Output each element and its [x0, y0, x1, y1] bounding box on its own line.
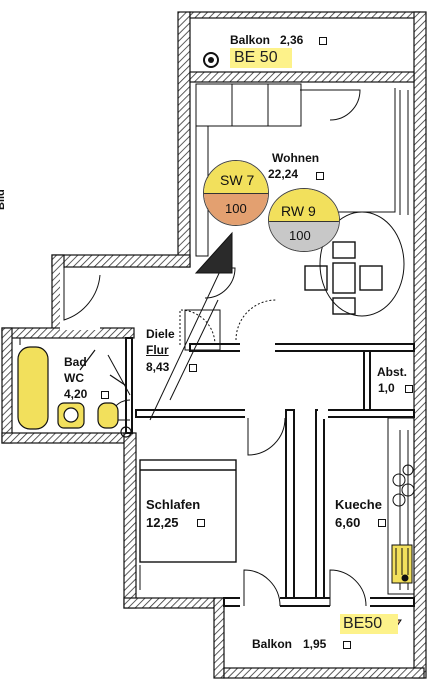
door-openings	[60, 268, 370, 607]
be-marker-top	[230, 48, 292, 68]
room-wohnen-area: 22,24	[268, 167, 299, 181]
rw-badge	[268, 188, 340, 252]
outlet-icon	[343, 641, 351, 649]
outlet-icon	[319, 37, 327, 45]
be-marker-top-label: BE 50	[234, 49, 278, 66]
room-kueche-area: 6,60	[335, 515, 361, 530]
hall-lines	[107, 249, 231, 421]
margin-label: Bild	[0, 189, 7, 210]
room-bad-name: Bad	[64, 355, 87, 369]
outlet-icon	[197, 519, 205, 527]
bed	[139, 459, 237, 563]
room-abst-area: 1,0	[378, 381, 395, 395]
outlet-icon	[316, 172, 324, 180]
outlet-icon	[101, 391, 109, 399]
room-balkon-bottom-name: Balkon	[252, 637, 293, 651]
rw-badge-top-label: RW 9	[281, 203, 316, 219]
room-diele-name: Diele	[146, 327, 175, 341]
outlet-icon	[189, 364, 197, 372]
room-diele-name2: Flur	[146, 343, 169, 357]
kitchen-units	[387, 417, 415, 595]
room-diele-area: 8,43	[146, 360, 170, 374]
room-balkon-bottom-area: 1,95	[303, 637, 327, 651]
room-bad-name2: WC	[64, 371, 84, 385]
bath-fixtures	[17, 346, 132, 438]
outlet-icon	[378, 519, 386, 527]
dining-table	[304, 211, 405, 317]
be-marker-bottom-label: BE50	[343, 615, 383, 632]
room-schlafen-name: Schlafen	[146, 497, 201, 512]
room-balkon-top-name: Balkon	[230, 33, 271, 47]
chimney-marker	[194, 231, 233, 274]
sw-badge	[203, 160, 269, 226]
room-balkon-top-area: 2,36	[280, 33, 304, 47]
room-bad-area: 4,20	[64, 387, 88, 401]
room-abst-name: Abst.	[377, 365, 407, 379]
room-kueche-name: Kueche	[335, 497, 382, 512]
rw-badge-bottom-label: 100	[289, 228, 311, 243]
be-marker-bottom	[340, 614, 398, 634]
room-wohnen-name: Wohnen	[272, 151, 320, 165]
room-schlafen-area: 12,25	[146, 515, 179, 530]
sw-badge-top-label: SW 7	[220, 172, 255, 188]
outlet-icon	[405, 385, 413, 393]
smoke-detector-icon	[203, 52, 219, 68]
sw-badge-bottom-label: 100	[225, 201, 247, 216]
